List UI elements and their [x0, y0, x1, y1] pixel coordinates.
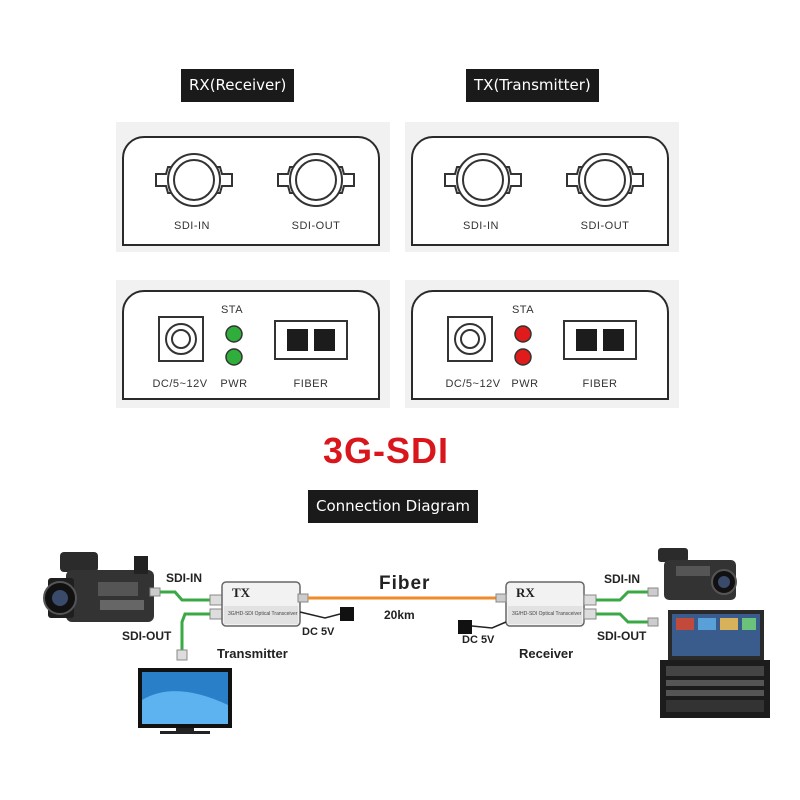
- rx-receiver-tag: RX(Receiver): [181, 69, 295, 102]
- rx-sdi-in-bnc-connector: [155, 153, 233, 207]
- right-sdi-out-label: SDI-OUT: [597, 629, 647, 643]
- rx-power-fiber-panel: STA DC/5~12V PWR FIBER: [122, 290, 380, 400]
- tx-pwr-label: PWR: [511, 378, 539, 390]
- tx-box-logo: TX: [232, 585, 251, 600]
- left-sdi-in-label: SDI-IN: [166, 571, 202, 585]
- left-monitor-icon: [138, 668, 232, 734]
- tx-dc-power-jack: [447, 316, 493, 362]
- rx-fiber-label: FIBER: [293, 378, 329, 390]
- rx-dc-label: DC/5~12V: [152, 378, 208, 390]
- rx-box-caption: 3G/HD-SDI Optical Transceiver: [512, 611, 582, 617]
- right-sdi-in-label: SDI-IN: [604, 572, 640, 586]
- broadcast-switcher-console-icon: [660, 610, 770, 718]
- rx-dc-power-jack: [158, 316, 204, 362]
- tx-sdi-out-label: SDI-OUT: [580, 220, 630, 232]
- receiver-box-icon: [495, 581, 585, 627]
- rx-sta-led: [225, 325, 243, 343]
- transmitter-box-icon: [221, 581, 309, 627]
- rx-sdi-panel: SDI-IN SDI-OUT: [122, 136, 380, 246]
- rx-fiber-port: [274, 320, 348, 360]
- right-camcorder-icon: [658, 548, 737, 600]
- tx-sdi-panel: SDI-IN SDI-OUT: [411, 136, 669, 246]
- tx-fiber-label: FIBER: [582, 378, 618, 390]
- connection-diagram-tag: Connection Diagram: [308, 490, 479, 523]
- receiver-label: Receiver: [519, 646, 574, 661]
- rx-dc-5v-label: DC 5V: [462, 634, 495, 646]
- rx-sta-label: STA: [220, 304, 244, 316]
- fiber-label: Fiber: [379, 573, 431, 594]
- rx-sdi-out-bnc-connector: [277, 153, 355, 207]
- tx-sta-led: [514, 325, 532, 343]
- left-sdi-out-label: SDI-OUT: [122, 629, 172, 643]
- tx-sdi-out-bnc-connector: [566, 153, 644, 207]
- tx-box-caption: 3G/HD-SDI Optical Transceiver: [228, 611, 298, 617]
- rx-sdi-in-label: SDI-IN: [174, 220, 210, 232]
- tx-power-fiber-panel: STA DC/5~12V PWR FIBER: [411, 290, 669, 400]
- rx-box-logo: RX: [516, 585, 535, 600]
- rx-pwr-led: [225, 348, 243, 366]
- tx-sdi-in-label: SDI-IN: [463, 220, 499, 232]
- tx-dc-label: DC/5~12V: [445, 378, 501, 390]
- tx-status-leds: [514, 325, 532, 366]
- tx-pwr-led: [514, 348, 532, 366]
- transmitter-label: Transmitter: [217, 646, 288, 661]
- distance-label: 20km: [384, 608, 415, 622]
- left-camcorder-icon: [43, 552, 154, 622]
- rx-status-leds: [225, 325, 243, 366]
- tx-fiber-port: [563, 320, 637, 360]
- tx-dc-5v-label: DC 5V: [302, 626, 335, 638]
- tx-sta-label: STA: [511, 304, 535, 316]
- rx-pwr-label: PWR: [220, 378, 248, 390]
- tx-sdi-in-bnc-connector: [444, 153, 522, 207]
- product-title: 3G-SDI: [322, 430, 450, 471]
- tx-transmitter-tag: TX(Transmitter): [466, 69, 599, 102]
- rx-sdi-out-label: SDI-OUT: [291, 220, 341, 232]
